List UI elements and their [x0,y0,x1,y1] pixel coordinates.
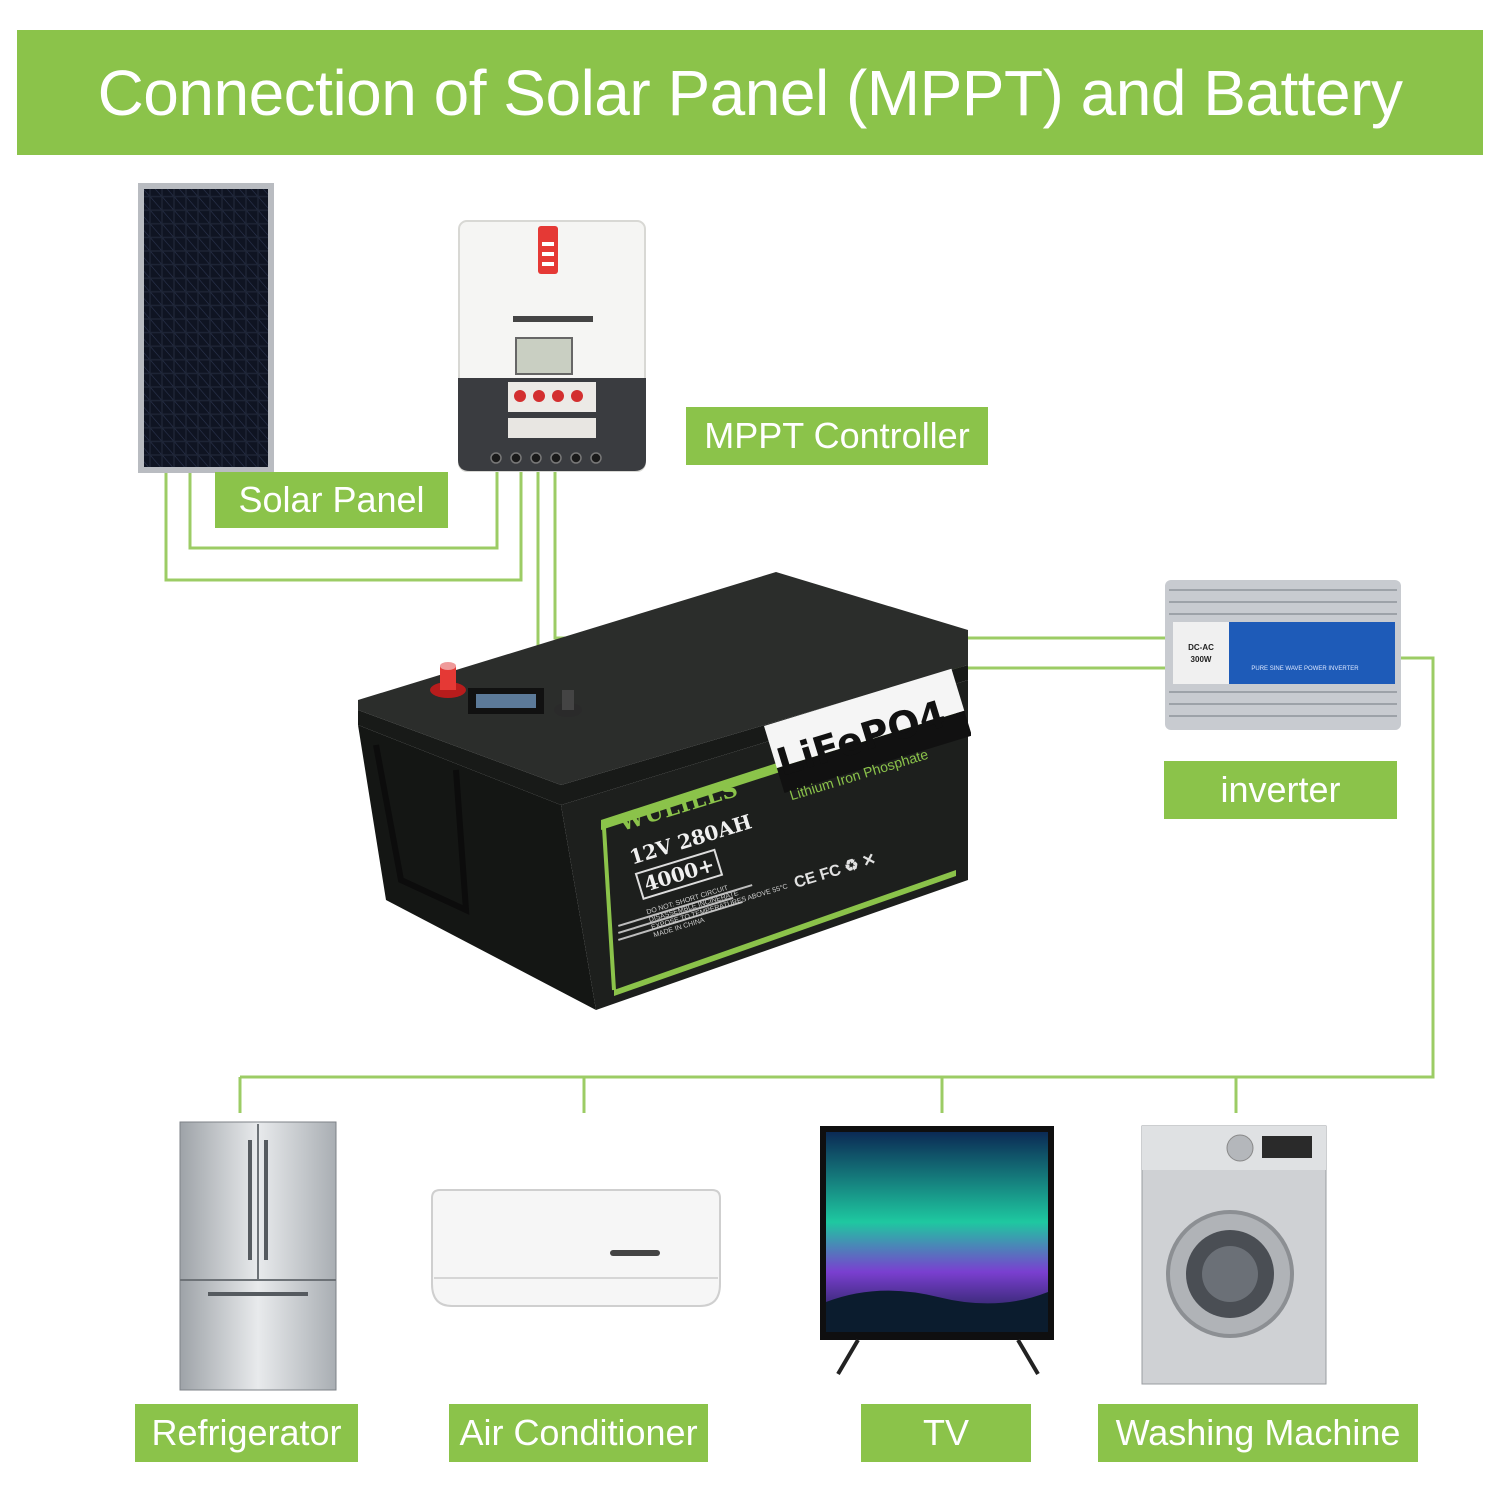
inverter-label: inverter [1164,761,1397,819]
wire-solar-to-controller-a [188,470,499,550]
page-title: Connection of Solar Panel (MPPT) and Bat… [97,56,1403,129]
battery-warning-5: ABOVE 55°C [746,883,789,903]
inverter-image: DC-AC 300W PURE SINE WAVE POWER INVERTER [1165,580,1401,730]
svg-text:300W: 300W [1191,655,1212,664]
refrigerator-label: Refrigerator [135,1404,358,1462]
washing-machine-image [1141,1125,1327,1385]
tv-image [820,1126,1054,1376]
tv-label: TV [861,1404,1031,1462]
refrigerator-image [179,1121,337,1391]
mppt-controller-label: MPPT Controller [686,407,988,465]
title-banner: Connection of Solar Panel (MPPT) and Bat… [17,30,1483,155]
battery-image: CE FC ♻ ✕ [358,572,971,1010]
mppt-controller-image [458,220,646,472]
wire-inverter-to-bus [240,656,1435,1079]
air-conditioner-label: Air Conditioner [449,1404,708,1462]
wire-solar-to-controller-b [164,470,523,582]
svg-text:DC-AC: DC-AC [1188,643,1214,652]
washing-machine-label: Washing Machine [1098,1404,1418,1462]
air-conditioner-image [431,1189,721,1307]
solar-panel-label: Solar Panel [215,472,448,528]
solar-panel-image [138,183,274,473]
svg-text:PURE SINE WAVE POWER INVERTER: PURE SINE WAVE POWER INVERTER [1251,666,1359,672]
